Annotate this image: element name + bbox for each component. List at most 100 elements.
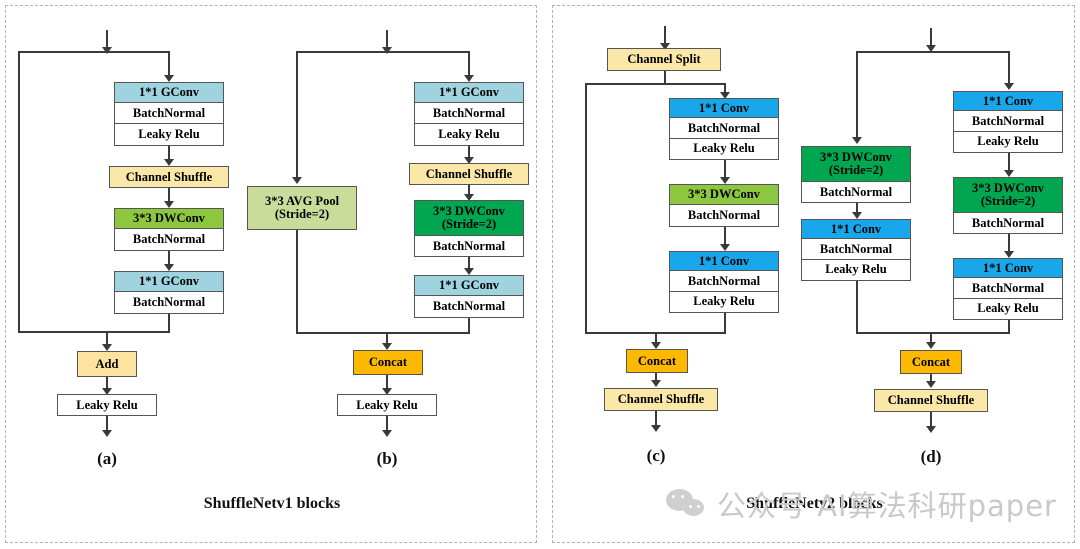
node-d7-seg-shuffle: Channel Shuffle <box>875 390 987 411</box>
node-b1: 1*1 GConv BatchNormal Leaky Relu <box>414 82 524 146</box>
node-d1: 3*3 DWConv (Stride=2) BatchNormal <box>801 146 911 203</box>
node-d5-seg-conv: 1*1 Conv <box>954 259 1062 279</box>
b-arrow-concat-relu <box>382 388 392 395</box>
c-arrow-concat-shuffle <box>651 380 661 387</box>
a-entry-line <box>168 51 170 78</box>
node-c3-seg-conv: 1*1 Conv <box>670 252 778 272</box>
a-output-line <box>106 416 108 432</box>
d-line-concat-shuffle <box>930 374 932 383</box>
d-left-line <box>856 51 858 140</box>
a-merge-down <box>106 331 108 347</box>
node-b6-seg-relu: Leaky Relu <box>338 395 436 415</box>
a-line-2-3 <box>168 188 170 204</box>
d-arrow-4-5 <box>1004 251 1014 258</box>
c-split-bus <box>585 83 726 85</box>
c-output-arrow <box>651 425 661 432</box>
node-a1-seg-bn: BatchNormal <box>115 103 223 124</box>
node-b1-seg-relu: Leaky Relu <box>415 123 523 146</box>
node-b3-line1: 3*3 DWConv <box>433 203 505 218</box>
node-a2: Channel Shuffle <box>109 166 229 188</box>
d-line-4-5 <box>1008 234 1010 254</box>
b-merge-bus <box>296 332 470 334</box>
a-split-bus <box>18 51 170 53</box>
d-input-arrow <box>926 45 936 52</box>
node-d1-line1: 3*3 DWConv <box>820 149 892 164</box>
b-line-2-3 <box>468 185 470 197</box>
c-entry-line <box>724 83 726 95</box>
node-d5-seg-relu: Leaky Relu <box>954 298 1062 319</box>
node-b0-seg-avgpool: 3*3 AVG Pool (Stride=2) <box>248 187 356 229</box>
node-a1: 1*1 GConv BatchNormal Leaky Relu <box>114 82 224 146</box>
node-c2-seg-dwconv: 3*3 DWConv <box>670 185 778 206</box>
c-entry-arrow <box>720 92 730 99</box>
c-split-down <box>664 71 666 85</box>
shufflenetv2-title: ShuffleNetv2 blocks <box>746 495 883 512</box>
node-d3: 1*1 Conv BatchNormal Leaky Relu <box>953 91 1063 153</box>
b-line-3-4 <box>468 257 470 271</box>
node-a3-seg-bn: BatchNormal <box>115 229 223 250</box>
node-d7-shuffle: Channel Shuffle <box>874 389 988 412</box>
b-merge-arrow <box>382 343 392 350</box>
b-merge-down <box>386 332 388 346</box>
node-b3-seg-dwconv: 3*3 DWConv (Stride=2) <box>415 201 523 236</box>
node-b4: 1*1 GConv BatchNormal <box>414 275 524 318</box>
node-b0-avgpool: 3*3 AVG Pool (Stride=2) <box>247 186 357 230</box>
node-b4-seg-bn: BatchNormal <box>415 296 523 317</box>
node-b4-seg-gconv: 1*1 GConv <box>415 276 523 297</box>
a-merge-arrow <box>102 344 112 351</box>
node-c4-concat: Concat <box>626 349 688 373</box>
d-arrow-concat-shuffle <box>926 381 936 388</box>
node-d1-seg-dwconv: 3*3 DWConv (Stride=2) <box>802 147 910 182</box>
node-d4-seg-bn: BatchNormal <box>954 212 1062 233</box>
b-left-down <box>296 230 298 332</box>
node-b0-line2: (Stride=2) <box>274 207 330 221</box>
node-b3-line2: (Stride=2) <box>441 216 497 231</box>
b-arrow-1-2 <box>464 157 474 164</box>
b-output-line <box>386 416 388 432</box>
shufflenetv2-figure-frame: Channel Split 1*1 Conv BatchNormal Leaky… <box>552 5 1075 543</box>
node-d2-seg-bn: BatchNormal <box>802 239 910 260</box>
node-a3-seg-dwconv: 3*3 DWConv <box>115 209 223 230</box>
a-merge-right-line <box>168 314 170 333</box>
node-a1-seg-gconv: 1*1 GConv <box>115 83 223 104</box>
node-d4: 3*3 DWConv (Stride=2) BatchNormal <box>953 177 1063 234</box>
c-line-2-3 <box>724 227 726 247</box>
node-b1-seg-bn: BatchNormal <box>415 103 523 124</box>
panel-label-c: (c) <box>646 446 666 465</box>
d-merge-arrow <box>926 342 936 349</box>
node-b3-seg-bn: BatchNormal <box>415 235 523 256</box>
d-line-3-4 <box>1008 153 1010 173</box>
c-output-line <box>655 411 657 427</box>
d-output-line <box>930 412 932 428</box>
node-d4-line2: (Stride=2) <box>980 193 1036 208</box>
d-merge-down <box>930 332 932 344</box>
b-entry-line <box>468 51 470 78</box>
shufflenetv1-figure-frame: 1*1 GConv BatchNormal Leaky Relu Channel… <box>5 5 537 543</box>
node-a1-seg-relu: Leaky Relu <box>115 123 223 146</box>
node-c3-seg-relu: Leaky Relu <box>670 291 778 312</box>
b-input-line <box>386 30 388 50</box>
node-c0-split: Channel Split <box>607 48 721 71</box>
a-input-arrow <box>102 47 112 54</box>
c-arrow-1-2 <box>720 177 730 184</box>
node-c2-seg-bn: BatchNormal <box>670 205 778 226</box>
node-a6-relu: Leaky Relu <box>57 394 157 416</box>
node-d5-seg-bn: BatchNormal <box>954 278 1062 299</box>
node-a3: 3*3 DWConv BatchNormal <box>114 208 224 251</box>
c-input-arrow <box>660 43 670 50</box>
d-output-arrow <box>926 426 936 433</box>
c-skip-line <box>585 83 587 334</box>
node-d2-seg-relu: Leaky Relu <box>802 259 910 280</box>
node-d3-seg-relu: Leaky Relu <box>954 131 1062 152</box>
c-merge-right-line <box>724 313 726 334</box>
node-a4: 1*1 GConv BatchNormal <box>114 271 224 314</box>
node-b6-relu: Leaky Relu <box>337 394 437 416</box>
node-b2-seg-shuffle: Channel Shuffle <box>410 164 528 184</box>
node-d3-seg-bn: BatchNormal <box>954 111 1062 132</box>
d-merge-bus <box>856 332 1008 334</box>
node-d1-seg-bn: BatchNormal <box>802 181 910 202</box>
d-line-1-2 <box>856 203 858 215</box>
node-d6-seg-concat: Concat <box>901 351 961 373</box>
b-line-concat-relu <box>386 375 388 391</box>
c-line-concat-shuffle <box>655 373 657 382</box>
